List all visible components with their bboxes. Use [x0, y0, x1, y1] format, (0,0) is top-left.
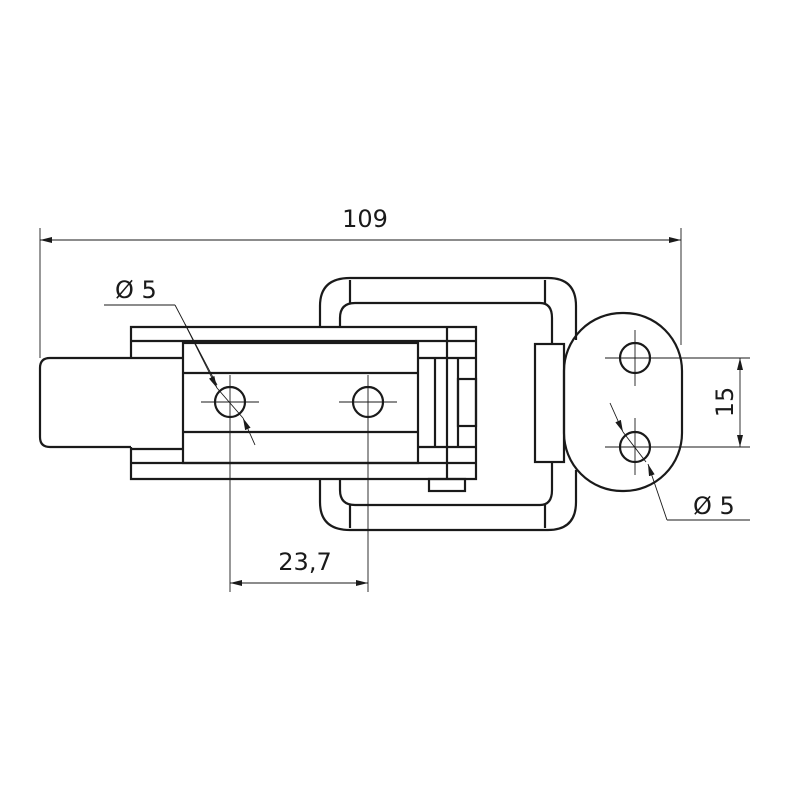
diameter-callout-right: Ø 5 — [609, 402, 750, 521]
hole-right-2 — [618, 418, 652, 475]
diameter-callout-left: Ø 5 — [104, 276, 256, 446]
frame — [129, 325, 478, 493]
dimension-hole-spacing-vertical: 15 — [605, 357, 750, 448]
dimension-label-15: 15 — [711, 387, 739, 418]
dimension-hole-spacing-horizontal: 23,7 — [229, 375, 369, 592]
dimension-label-109: 109 — [342, 205, 388, 233]
dimension-label-diameter-left: Ø 5 — [115, 276, 157, 304]
handle — [38, 356, 131, 449]
keeper-plate — [562, 311, 684, 493]
dimension-label-diameter-right: Ø 5 — [693, 492, 735, 520]
dimension-overall-length: 109 — [39, 205, 682, 358]
bail-loop — [318, 276, 578, 532]
hinge-tab — [533, 342, 566, 464]
dimension-label-23-7: 23,7 — [278, 548, 331, 576]
